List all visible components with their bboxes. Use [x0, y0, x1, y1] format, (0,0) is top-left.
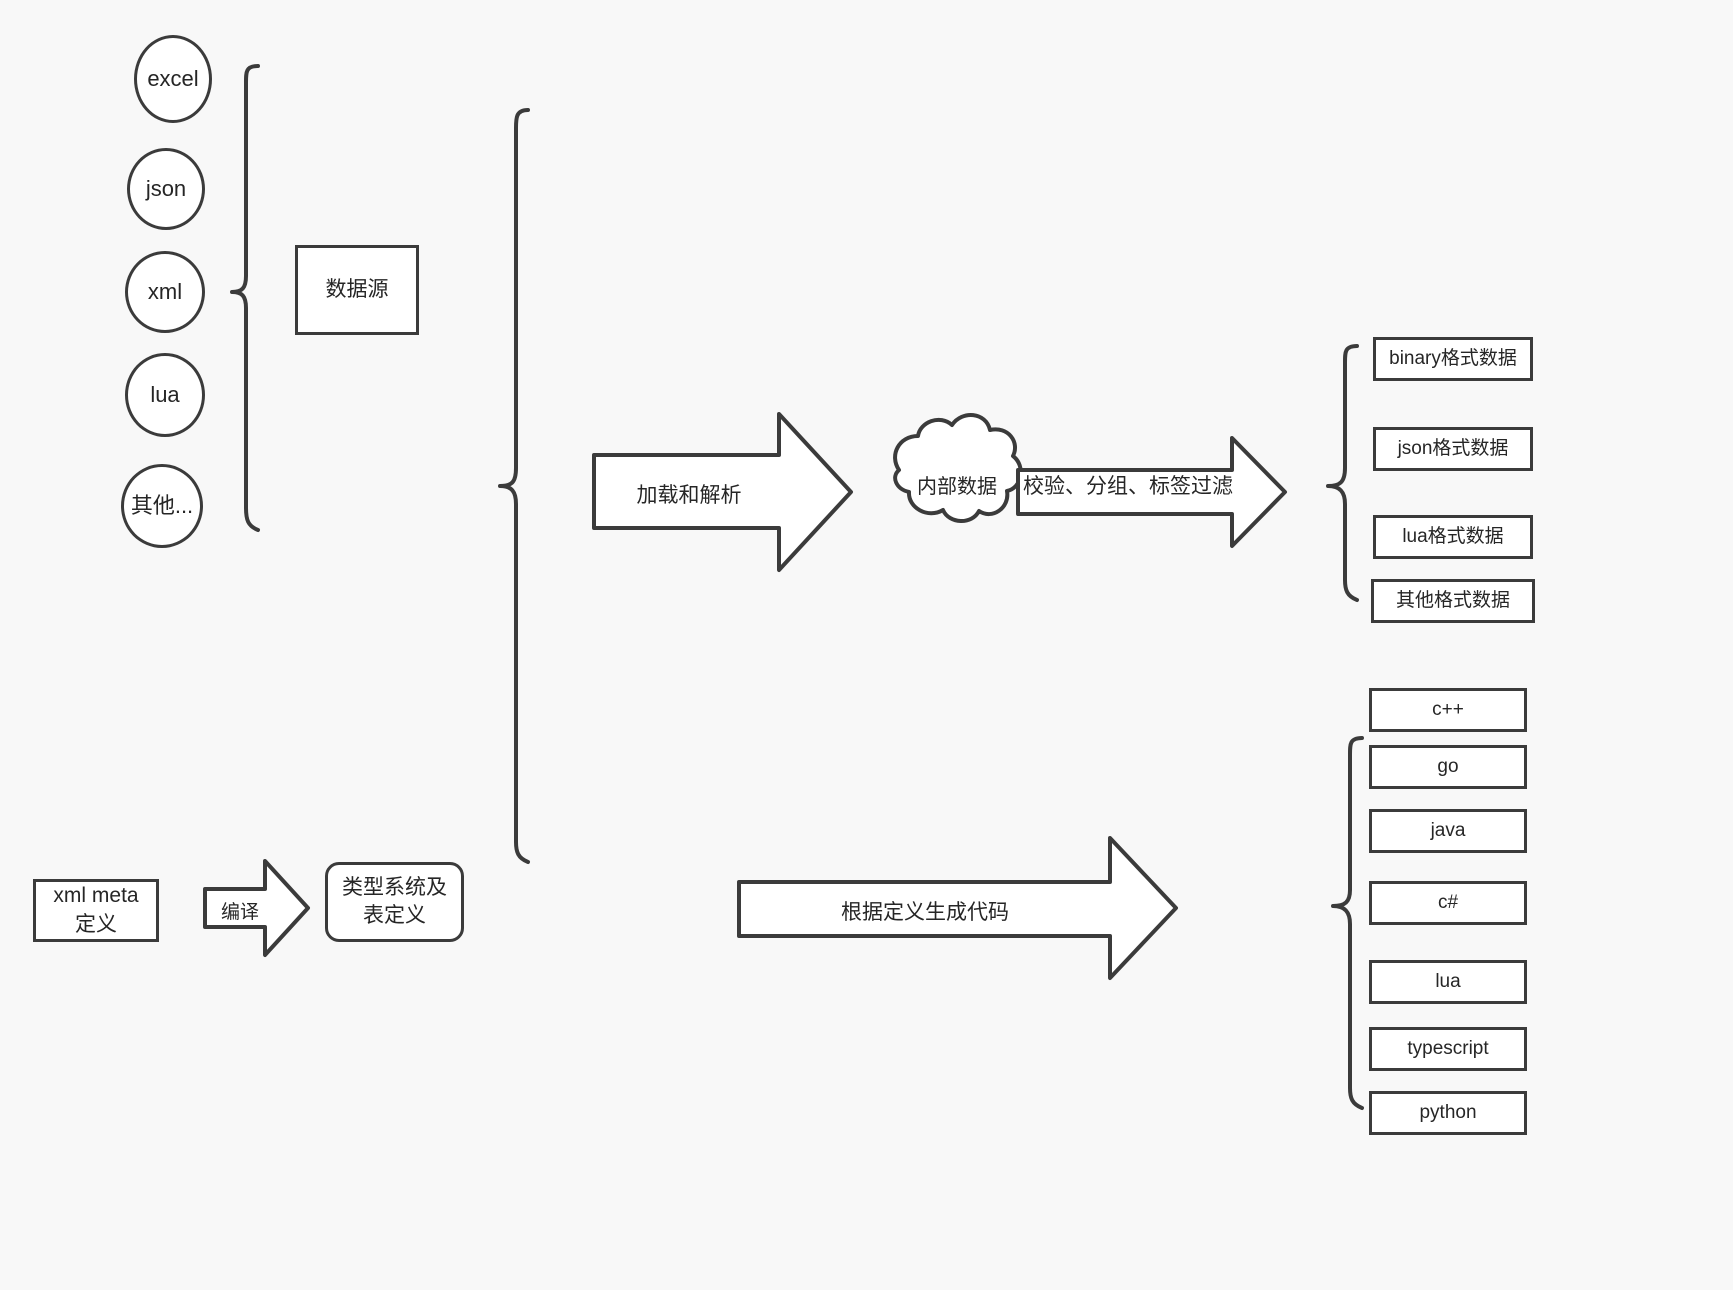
- source-node-label: excel: [147, 66, 199, 92]
- filter-arrow: [1016, 436, 1287, 548]
- source-node-label: lua: [150, 382, 180, 408]
- filter-arrow-label: 校验、分组、标签过滤: [1023, 475, 1233, 498]
- output-language-label: go: [1437, 756, 1459, 778]
- output-format-label: json格式数据: [1397, 438, 1509, 460]
- output-language-label: c#: [1437, 892, 1459, 914]
- type-system-label: 类型系统及表定义: [342, 875, 447, 927]
- codegen-arrow-label: 根据定义生成代码: [841, 901, 1009, 924]
- xml-meta-label: xml meta定义: [53, 884, 139, 936]
- stage-brace: [498, 108, 530, 864]
- internal-data-cloud: [893, 413, 1023, 523]
- xml-meta-box[interactable]: xml meta定义: [33, 879, 159, 942]
- output-format-binary[interactable]: binary格式数据: [1373, 337, 1533, 381]
- load-parse-arrow: [592, 412, 853, 572]
- output-format-label: binary格式数据: [1389, 348, 1517, 370]
- source-node-label: xml: [147, 279, 183, 305]
- data-source-box[interactable]: 数据源: [295, 245, 419, 335]
- internal-data-label: 内部数据: [917, 476, 997, 498]
- output-format-label: 其他格式数据: [1395, 590, 1510, 612]
- output-language-label: typescript: [1407, 1038, 1489, 1060]
- source-node-xml[interactable]: xml: [125, 251, 205, 333]
- source-node-lua[interactable]: lua: [125, 353, 205, 437]
- output-language-csharp[interactable]: c#: [1369, 881, 1527, 925]
- output-language-java[interactable]: java: [1369, 809, 1527, 853]
- output-language-label: lua: [1435, 971, 1461, 993]
- languages-brace: [1331, 736, 1364, 1110]
- codegen-arrow: [737, 836, 1178, 980]
- source-node-excel[interactable]: excel: [134, 35, 212, 123]
- source-node-label: json: [145, 176, 187, 202]
- load-parse-arrow-label: 加载和解析: [636, 484, 742, 507]
- source-node-label: 其他...: [130, 493, 194, 519]
- data-source-label: 数据源: [325, 277, 389, 301]
- output-language-typescript[interactable]: typescript: [1369, 1027, 1527, 1071]
- formats-brace: [1326, 344, 1359, 602]
- output-format-lua[interactable]: lua格式数据: [1373, 515, 1533, 559]
- output-language-label: c++: [1432, 699, 1464, 721]
- output-format-other[interactable]: 其他格式数据: [1371, 579, 1535, 623]
- output-language-label: python: [1419, 1102, 1477, 1124]
- output-language-python[interactable]: python: [1369, 1091, 1527, 1135]
- output-language-cpp[interactable]: c++: [1369, 688, 1527, 732]
- output-format-label: lua格式数据: [1402, 526, 1504, 548]
- source-node-json[interactable]: json: [127, 148, 205, 230]
- compile-arrow-label: 编译: [220, 902, 259, 923]
- output-language-label: java: [1430, 820, 1466, 842]
- output-language-lua[interactable]: lua: [1369, 960, 1527, 1004]
- type-system-box[interactable]: 类型系统及表定义: [325, 862, 464, 942]
- output-language-go[interactable]: go: [1369, 745, 1527, 789]
- compile-arrow: [203, 859, 310, 957]
- output-format-json[interactable]: json格式数据: [1373, 427, 1533, 471]
- source-node-other[interactable]: 其他...: [121, 464, 203, 548]
- sources-brace: [230, 64, 260, 532]
